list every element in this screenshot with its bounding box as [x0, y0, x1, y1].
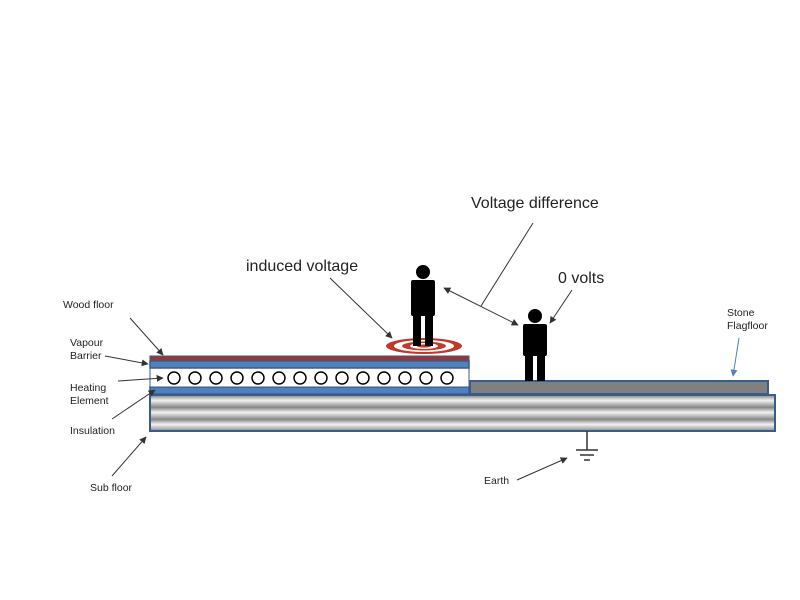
voltage-difference-double-arrow: [443, 287, 519, 326]
label-voltage-difference: Voltage difference: [471, 195, 599, 212]
stone-floor: [469, 380, 769, 395]
label-vapour-barrier-line2: Barrier: [70, 350, 102, 362]
label-heating-element-line1: Heating: [70, 382, 107, 394]
heating-coil: [377, 371, 391, 385]
label-vapour-barrier: Vapour Barrier: [70, 337, 103, 363]
vapour-barrier-arrow: [104, 355, 149, 367]
heating-coil: [209, 371, 223, 385]
earth-arrow: [516, 457, 568, 481]
zero-volts-arrow: [549, 289, 573, 324]
label-stone-floor: Stone Flagfloor: [727, 307, 768, 333]
label-induced-voltage: induced voltage: [246, 258, 359, 275]
heating-coil: [272, 371, 286, 385]
heating-coil: [188, 371, 202, 385]
heating-coil: [167, 371, 181, 385]
stone-floor-arrow: [730, 337, 740, 377]
induced-voltage-rings: [386, 338, 462, 354]
sub-floor-slab: [149, 394, 776, 432]
label-zero-volts: 0 volts: [558, 270, 605, 287]
heating-coil: [356, 371, 370, 385]
label-insulation: Insulation: [70, 425, 115, 437]
heating-coil: [335, 371, 349, 385]
heating-coil: [398, 371, 412, 385]
heating-coil: [293, 371, 307, 385]
induced-voltage-arrow: [329, 277, 393, 339]
heating-coil: [314, 371, 328, 385]
heating-coils: [167, 371, 454, 385]
insulation-layer: [149, 386, 470, 395]
heating-coil: [419, 371, 433, 385]
label-heating-element-line2: Element: [70, 395, 109, 407]
label-earth: Earth: [484, 475, 510, 487]
earth-ground-symbol: [576, 431, 598, 461]
heating-coil: [230, 371, 244, 385]
label-sub-floor: Sub floor: [90, 482, 133, 494]
wood-floor-arrow: [129, 317, 164, 356]
person-on-wood-floor: [411, 265, 435, 346]
label-stone-floor-line1: Stone: [727, 307, 755, 319]
label-stone-floor-line2: Flagfloor: [727, 320, 768, 332]
sub-floor-arrow: [111, 436, 147, 477]
person-on-stone-floor: [523, 309, 547, 381]
vapour-barrier: [149, 360, 470, 369]
insulation-arrow: [111, 389, 156, 420]
label-vapour-barrier-line1: Vapour: [70, 337, 104, 349]
wood-floor: [149, 355, 470, 362]
heating-coil: [440, 371, 454, 385]
label-heating-element: Heating Element: [70, 382, 109, 408]
heating-coil: [251, 371, 265, 385]
label-wood-floor: Wood floor: [63, 299, 114, 311]
voltage-difference-pointer: [480, 222, 534, 307]
heating-element-arrow: [117, 374, 164, 382]
